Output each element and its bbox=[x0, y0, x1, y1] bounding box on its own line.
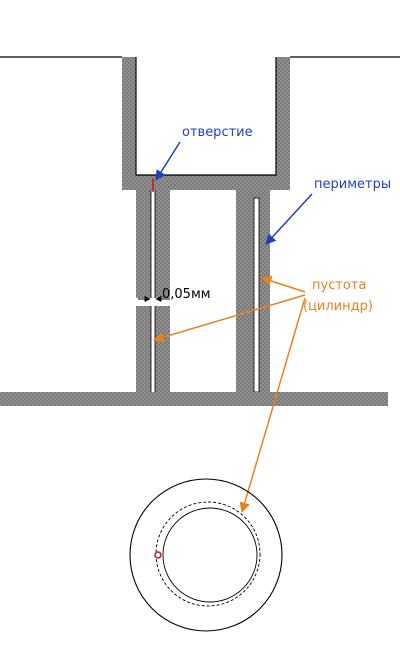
hole-arrow bbox=[155, 141, 181, 181]
upper-inner-outline bbox=[135, 57, 277, 176]
perimeters-label: периметры bbox=[314, 177, 391, 192]
left-channel bbox=[151, 190, 155, 392]
right-void bbox=[253, 197, 260, 393]
top-view-outer-circle bbox=[129, 478, 283, 632]
top-view-perimeter-outer bbox=[155, 501, 261, 607]
left-pillar-break bbox=[134, 298, 174, 306]
void-arrow-right-pillar bbox=[261, 275, 306, 293]
void-label-line2: (цилиндр) bbox=[303, 299, 373, 314]
upper-wall bbox=[122, 57, 290, 190]
void-arrow-circle bbox=[239, 297, 306, 514]
top-view-perimeter-inner bbox=[162, 507, 258, 603]
top-view-hole bbox=[154, 551, 162, 559]
bottom-base bbox=[0, 392, 388, 406]
right-pillar bbox=[236, 190, 270, 392]
hole-label: отверстие bbox=[182, 125, 253, 140]
dimension-label: 0,05мм bbox=[162, 287, 211, 302]
void-label-line1: пустота bbox=[312, 278, 366, 293]
perimeters-arrow bbox=[265, 193, 313, 245]
void-arrow-left-pillar bbox=[152, 294, 306, 343]
